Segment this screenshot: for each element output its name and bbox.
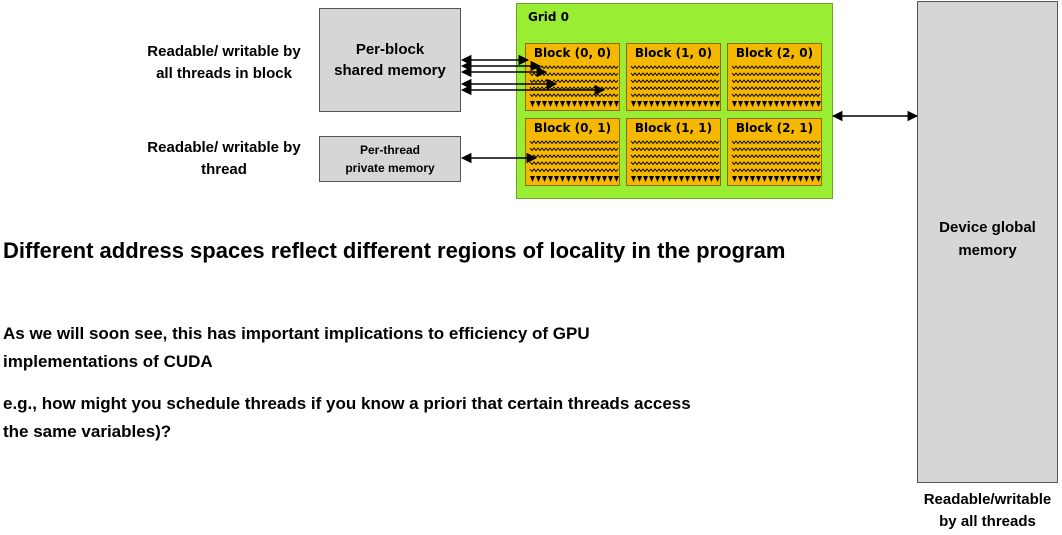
thread-arrowheads bbox=[631, 176, 720, 182]
thread-squiggles bbox=[731, 140, 821, 182]
thread-squiggles bbox=[630, 140, 720, 182]
thread-row-3 bbox=[529, 86, 619, 91]
para1-line-1: As we will soon see, this has important … bbox=[3, 324, 590, 343]
thread-arrowheads bbox=[732, 176, 821, 182]
thread-row-4 bbox=[529, 93, 619, 98]
thread-row-4 bbox=[731, 93, 821, 98]
thread-row-1 bbox=[630, 72, 720, 77]
thread-row-3 bbox=[529, 161, 619, 166]
global-access-line-1: Readable/writable bbox=[923, 491, 1052, 508]
thread-row-0 bbox=[630, 65, 720, 70]
shared-access-line-1: Readable/ writable by bbox=[147, 43, 301, 60]
thread-row-0 bbox=[731, 65, 821, 70]
block-label: Block (0, 1) bbox=[533, 121, 612, 135]
thread-row-4 bbox=[731, 168, 821, 173]
block-label: Block (0, 0) bbox=[533, 46, 612, 60]
global-memory-access-label: Readable/writable by all threads bbox=[917, 489, 1058, 533]
block-label: Block (2, 0) bbox=[735, 46, 814, 60]
thread-row-4 bbox=[630, 168, 720, 173]
thread-row-3 bbox=[731, 86, 821, 91]
thread-squiggles bbox=[630, 65, 720, 107]
thread-arrowheads bbox=[631, 101, 720, 107]
thread-arrowheads bbox=[530, 101, 619, 107]
global-memory-box: Device global memory bbox=[917, 1, 1058, 483]
thread-arrowheads bbox=[530, 176, 619, 182]
private-memory-box: Per-thread private memory bbox=[319, 136, 461, 182]
para2-line-1: e.g., how might you schedule threads if … bbox=[3, 394, 691, 413]
private-memory-line-2: private memory bbox=[345, 161, 435, 175]
thread-squiggles bbox=[529, 140, 619, 182]
block-1-0: Block (1, 0) bbox=[626, 43, 721, 111]
thread-row-1 bbox=[529, 72, 619, 77]
shared-access-line-2: all threads in block bbox=[156, 65, 292, 82]
thread-row-1 bbox=[529, 147, 619, 152]
thread-row-2 bbox=[529, 154, 619, 159]
thread-row-3 bbox=[630, 86, 720, 91]
shared-memory-access-label: Readable/ writable by all threads in blo… bbox=[140, 41, 308, 85]
private-access-line-1: Readable/ writable by bbox=[147, 139, 301, 156]
block-2-1: Block (2, 1) bbox=[727, 118, 822, 186]
thread-arrowheads bbox=[732, 101, 821, 107]
paragraph-example: e.g., how might you schedule threads if … bbox=[3, 390, 691, 446]
global-memory-line-1: Device global bbox=[939, 219, 1036, 236]
global-memory-line-2: memory bbox=[958, 242, 1017, 259]
thread-row-0 bbox=[731, 140, 821, 145]
heading-text: Different address spaces reflect differe… bbox=[3, 238, 786, 263]
block-0-0: Block (0, 0) bbox=[525, 43, 620, 111]
block-label: Block (1, 1) bbox=[634, 121, 713, 135]
para2-line-2: the same variables)? bbox=[3, 422, 172, 441]
block-1-1: Block (1, 1) bbox=[626, 118, 721, 186]
block-2-0: Block (2, 0) bbox=[727, 43, 822, 111]
thread-row-1 bbox=[630, 147, 720, 152]
thread-row-3 bbox=[731, 161, 821, 166]
thread-row-3 bbox=[630, 161, 720, 166]
thread-row-4 bbox=[630, 93, 720, 98]
thread-row-2 bbox=[529, 79, 619, 84]
thread-row-1 bbox=[731, 72, 821, 77]
shared-memory-line-1: Per-block bbox=[355, 41, 425, 58]
thread-row-0 bbox=[529, 65, 619, 70]
thread-row-0 bbox=[630, 140, 720, 145]
private-memory-line-1: Per-thread bbox=[359, 143, 421, 157]
thread-squiggles bbox=[731, 65, 821, 107]
block-label: Block (1, 0) bbox=[634, 46, 713, 60]
thread-row-1 bbox=[731, 147, 821, 152]
thread-row-4 bbox=[529, 168, 619, 173]
block-0-1: Block (0, 1) bbox=[525, 118, 620, 186]
thread-row-2 bbox=[630, 79, 720, 84]
grid-container: Grid 0 Block (0, 0) Block (1, 0) Block (… bbox=[516, 3, 833, 199]
thread-row-2 bbox=[731, 154, 821, 159]
thread-squiggles bbox=[529, 65, 619, 107]
private-memory-access-label: Readable/ writable by thread bbox=[140, 137, 308, 181]
shared-memory-box: Per-block shared memory bbox=[319, 8, 461, 112]
grid-title: Grid 0 bbox=[528, 10, 569, 24]
thread-row-2 bbox=[731, 79, 821, 84]
block-label: Block (2, 1) bbox=[735, 121, 814, 135]
global-access-line-2: by all threads bbox=[939, 513, 1036, 530]
paragraph-implications: As we will soon see, this has important … bbox=[3, 320, 590, 376]
shared-memory-line-2: shared memory bbox=[334, 62, 446, 79]
para1-line-2: implementations of CUDA bbox=[3, 352, 213, 371]
thread-row-2 bbox=[630, 154, 720, 159]
private-access-line-2: thread bbox=[201, 161, 247, 178]
thread-row-0 bbox=[529, 140, 619, 145]
